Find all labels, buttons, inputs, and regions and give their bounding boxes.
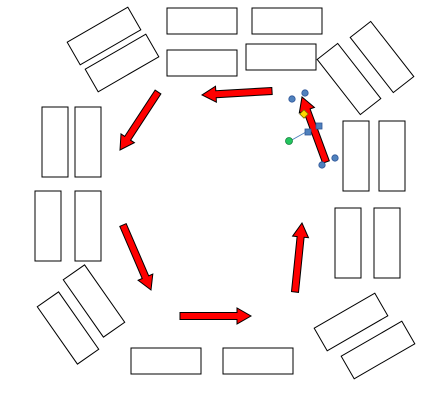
- arrows-group: [119, 85, 330, 325]
- resize-handle-3[interactable]: [331, 154, 339, 162]
- flow-arrow-2[interactable]: [119, 89, 162, 151]
- flow-arrow-6[interactable]: [298, 96, 330, 164]
- resize-handle-1[interactable]: [288, 95, 296, 103]
- flow-arrow-1[interactable]: [200, 85, 273, 104]
- table-15[interactable]: [334, 207, 362, 279]
- flow-arrow-5[interactable]: [290, 221, 310, 293]
- table-14[interactable]: [74, 190, 102, 262]
- table-4[interactable]: [245, 43, 317, 71]
- table-11[interactable]: [342, 120, 370, 192]
- flow-arrow-3[interactable]: [119, 222, 154, 291]
- table-10[interactable]: [74, 106, 102, 178]
- table-21[interactable]: [130, 347, 202, 375]
- resize-handle-6[interactable]: [315, 122, 323, 130]
- table-19[interactable]: [313, 292, 389, 352]
- rotation-handle-connector: [289, 131, 307, 142]
- table-2[interactable]: [251, 7, 323, 35]
- rotation-handle-icon[interactable]: [285, 137, 293, 145]
- resize-handle-4[interactable]: [318, 161, 326, 169]
- resize-handle-5[interactable]: [304, 128, 312, 136]
- table-16[interactable]: [373, 207, 401, 279]
- adjustment-handle-icon[interactable]: [299, 109, 309, 119]
- flow-arrow-4[interactable]: [179, 307, 253, 325]
- table-6[interactable]: [84, 33, 160, 93]
- resize-handle-2[interactable]: [301, 89, 309, 97]
- table-1[interactable]: [166, 7, 238, 35]
- table-12[interactable]: [378, 120, 406, 192]
- table-3[interactable]: [166, 49, 238, 77]
- table-20[interactable]: [340, 320, 416, 380]
- table-17[interactable]: [62, 264, 126, 338]
- table-9[interactable]: [41, 106, 69, 178]
- tables-group: [34, 6, 416, 380]
- table-13[interactable]: [34, 190, 62, 262]
- table-5[interactable]: [66, 6, 142, 66]
- table-22[interactable]: [222, 347, 294, 375]
- table-7[interactable]: [316, 42, 382, 116]
- selection-handles-group: [285, 89, 339, 169]
- table-8[interactable]: [349, 20, 415, 94]
- table-18[interactable]: [36, 291, 100, 365]
